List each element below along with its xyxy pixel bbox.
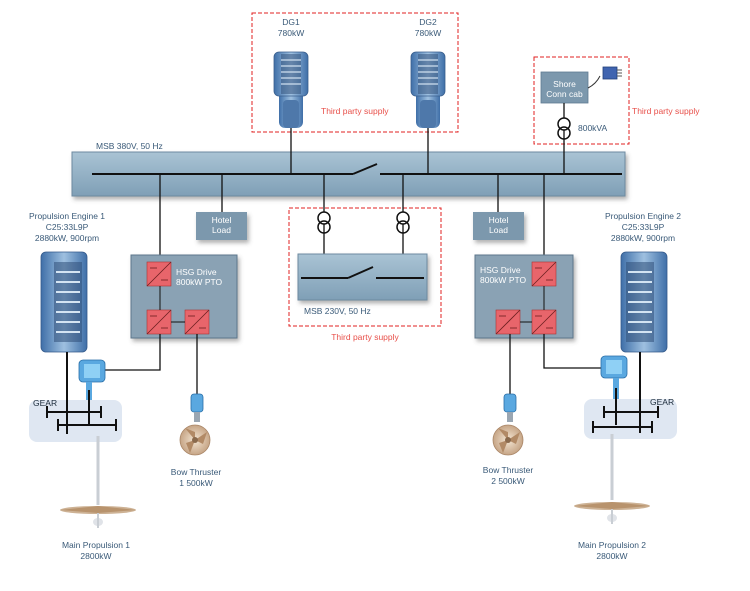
converter-right-top-icon	[531, 261, 557, 287]
bow1-line2: 1 500kW	[179, 478, 213, 488]
hotel-load-right-label: Hotel Load	[473, 215, 524, 235]
hsg-left-to-shaftgen	[105, 334, 161, 371]
shore-conn-cabinet	[540, 71, 589, 104]
hsg-right-label: HSG Drive 800kW PTO	[480, 265, 532, 285]
third-party-area-msb230	[288, 207, 442, 327]
gear-1-label: GEAR	[33, 398, 58, 408]
main-propeller-2-icon	[574, 502, 650, 524]
converter-left-bottom1-icon	[146, 309, 172, 335]
gear-2-icon	[592, 352, 659, 433]
third-party-label-dg: Third party supply	[321, 106, 389, 116]
bow2-line2: 2 500kW	[491, 476, 525, 486]
shore-kva: 800kVA	[578, 123, 608, 133]
hotel-left-line1: Hotel	[211, 215, 232, 225]
shore-line1: Shore	[553, 79, 576, 89]
hotel-load-left-label: Hotel Load	[196, 215, 247, 235]
hotel-right-line2: Load	[489, 225, 508, 235]
third-party-area-dg	[251, 12, 459, 133]
hsg-left-line1: HSG Drive	[176, 267, 217, 277]
converter-right-bottom2-icon	[531, 309, 557, 335]
dg1-power: 780kW	[277, 28, 305, 38]
dg2-engine-icon	[410, 51, 446, 128]
engine2-line3: 2880kW, 900rpm	[610, 233, 676, 243]
hsg-right-line1: HSG Drive	[480, 265, 521, 275]
prop1-line2: 2800kW	[80, 551, 112, 561]
msb-380-breaker	[352, 163, 378, 175]
engine2-label: Propulsion Engine 2 C25:33L9P 2880kW, 90…	[605, 211, 681, 244]
bow1-line1: Bow Thruster	[170, 467, 222, 477]
engine1-line2: C25:33L9P	[45, 222, 89, 232]
bow2-label: Bow Thruster 2 500kW	[483, 465, 533, 487]
propulsion-engine-2-icon	[620, 251, 668, 353]
dg1-label: DG1 780kW	[278, 17, 304, 39]
prop2-line2: 2800kW	[596, 551, 628, 561]
main-propeller-1-icon	[60, 506, 136, 528]
hsg-drive-right-box	[474, 254, 574, 339]
hotel-right-line1: Hotel	[488, 215, 509, 225]
bow-thruster-2-icon	[492, 393, 524, 456]
gear-2-box	[584, 399, 677, 439]
gear-1-icon	[46, 352, 117, 434]
shore-cable	[587, 75, 601, 89]
engine2-line1: Propulsion Engine 2	[604, 211, 682, 221]
third-party-label-msb230: Third party supply	[331, 332, 399, 342]
bow1-label: Bow Thruster 1 500kW	[171, 467, 221, 489]
dg2-name: DG2	[419, 17, 437, 27]
gear-2-label: GEAR	[650, 397, 675, 407]
shore-label: Shore Conn cab	[541, 79, 588, 99]
converter-left-bottom2-icon	[184, 309, 210, 335]
converter-right-bottom1-icon	[495, 309, 521, 335]
transformer-2-icon	[396, 211, 410, 234]
dg1-name: DG1	[282, 17, 300, 27]
shore-transformer-icon	[557, 117, 571, 140]
converter-left-top-icon	[146, 261, 172, 287]
dg2-label: DG2 780kW	[415, 17, 441, 39]
hsg-right-to-shaftgen	[543, 334, 603, 369]
hsg-right-line2: 800kW PTO	[480, 275, 527, 285]
transformer-1-icon	[317, 211, 331, 234]
engine1-line3: 2880kW, 900rpm	[34, 233, 100, 243]
msb-380-label: MSB 380V, 50 Hz	[96, 141, 163, 151]
propulsion-engine-1-icon	[40, 251, 88, 353]
msb-230-breaker	[347, 266, 374, 279]
engine1-line1: Propulsion Engine 1	[28, 211, 106, 221]
prop1-label: Main Propulsion 1 2800kW	[62, 540, 130, 562]
hotel-load-right-box	[473, 212, 524, 240]
hsg-left-line2: 800kW PTO	[176, 277, 223, 287]
third-party-area-shore	[533, 56, 630, 145]
hsg-left-label: HSG Drive 800kW PTO	[176, 267, 236, 287]
dg2-power: 780kW	[414, 28, 442, 38]
prop1-line1: Main Propulsion 1	[61, 540, 131, 550]
shore-plug-icon	[602, 66, 618, 80]
third-party-label-shore: Third party supply	[632, 106, 700, 116]
prop2-label: Main Propulsion 2 2800kW	[578, 540, 646, 562]
msb-230-label: MSB 230V, 50 Hz	[304, 306, 371, 316]
engine2-line2: C25:33L9P	[621, 222, 665, 232]
shaft-generator-1-icon	[78, 359, 106, 400]
hotel-load-left-box	[196, 212, 247, 240]
prop2-line1: Main Propulsion 2	[577, 540, 647, 550]
shaft-generator-2-icon	[600, 355, 628, 400]
gear-1-box	[29, 400, 122, 442]
hotel-left-line2: Load	[212, 225, 231, 235]
dg1-engine-icon	[273, 51, 309, 128]
engine1-label: Propulsion Engine 1 C25:33L9P 2880kW, 90…	[29, 211, 105, 244]
shore-line2: Conn cab	[546, 89, 583, 99]
bow2-line1: Bow Thruster	[482, 465, 534, 475]
bow-thruster-1-icon	[179, 393, 211, 456]
